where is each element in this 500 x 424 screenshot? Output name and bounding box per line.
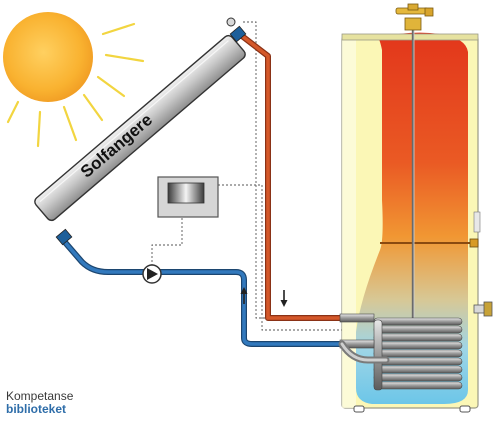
brand-line-1: Kompetanse [6,389,74,403]
down-arrow-icon [280,290,288,307]
coil-inlet-stub [339,313,375,323]
water-tank [341,32,479,409]
coil-turn [373,341,463,350]
controller-unit [157,176,219,218]
tank-side-label-plate [473,211,481,233]
coil-turn [373,373,463,382]
tank-sensor-port [469,238,479,248]
hot-pipe [240,33,346,321]
coil-turn [373,317,463,326]
solar-collector [34,34,246,222]
control-wiring [151,21,344,331]
sun-icon [3,12,93,102]
valve-icon [395,3,434,31]
heat-exchanger-coil [373,317,463,391]
coil-turn [373,349,463,358]
tank-side-fitting [473,301,493,317]
cold-pipe [60,238,350,347]
coil-turn [373,365,463,374]
collector-label: Solfangere [77,110,156,182]
sun-rays [6,22,145,148]
collector-fitting-bottom [55,228,73,246]
brand-logo: Kompetanse biblioteket [6,390,73,416]
coil-turn [373,333,463,342]
coil-turn [373,325,463,334]
coil-turn [373,381,463,390]
collector-fitting-top [226,17,247,43]
tank-feet [353,405,471,413]
up-arrow-icon [240,287,248,304]
brand-line-2: biblioteket [6,402,67,416]
pump-icon [142,264,162,284]
